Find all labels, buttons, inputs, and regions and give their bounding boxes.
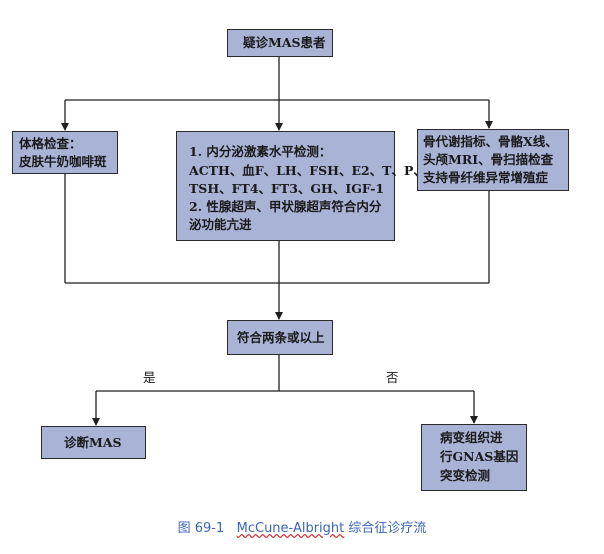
physical-exam-label-1: 体格检查： bbox=[19, 136, 82, 151]
bone-exam-line-1: 骨代谢指标、骨骼X线、 bbox=[423, 134, 558, 149]
endocrine-test-node bbox=[176, 131, 395, 241]
endocrine-test-line-2: ACTH、血F、LH、FSH、E2、T、P、 bbox=[189, 163, 426, 178]
start-node-label: 疑诊MAS患者 bbox=[243, 35, 326, 50]
diagnosis-mas-label: 诊断MAS bbox=[64, 435, 122, 450]
yes-branch-label: 是 bbox=[143, 370, 156, 385]
bone-exam-line-2: 头颅MRI、骨扫描检查 bbox=[423, 152, 554, 167]
bone-exam-node bbox=[417, 129, 569, 191]
gnas-test-line-1: 病变组织进 bbox=[440, 430, 503, 445]
endocrine-test-line-4: 2. 性腺超声、甲状腺超声符合内分 bbox=[189, 199, 382, 214]
no-branch-label: 否 bbox=[386, 370, 399, 385]
endocrine-test-line-5: 泌功能亢进 bbox=[189, 217, 252, 232]
start-node bbox=[227, 29, 333, 57]
gnas-test-line-2: 行GNAS基因 bbox=[440, 449, 519, 464]
endocrine-test-line-3: TSH、FT4、FT3、GH、IGF-1 bbox=[189, 181, 385, 196]
decision-label: 符合两条或以上 bbox=[237, 330, 325, 345]
caption-suffix: 综合征诊疗流 bbox=[348, 521, 427, 536]
endocrine-test-line-1: 1. 内分泌激素水平检测： bbox=[189, 144, 332, 159]
physical-exam-node bbox=[12, 131, 118, 174]
diagnosis-mas-node bbox=[41, 426, 146, 459]
figure-caption: 图 69-1 McCune-Albright 综合征诊疗流 bbox=[0, 517, 604, 536]
caption-prefix: 图 69-1 bbox=[177, 521, 225, 536]
gnas-test-node bbox=[421, 424, 527, 491]
decision-node bbox=[227, 320, 333, 355]
gnas-test-line-3: 突变检测 bbox=[440, 468, 491, 483]
caption-title: McCune-Albright bbox=[236, 521, 345, 536]
bone-exam-line-3: 支持骨纤维异常增殖症 bbox=[423, 170, 549, 185]
physical-exam-label-2: 皮肤牛奶咖啡斑 bbox=[19, 154, 107, 169]
